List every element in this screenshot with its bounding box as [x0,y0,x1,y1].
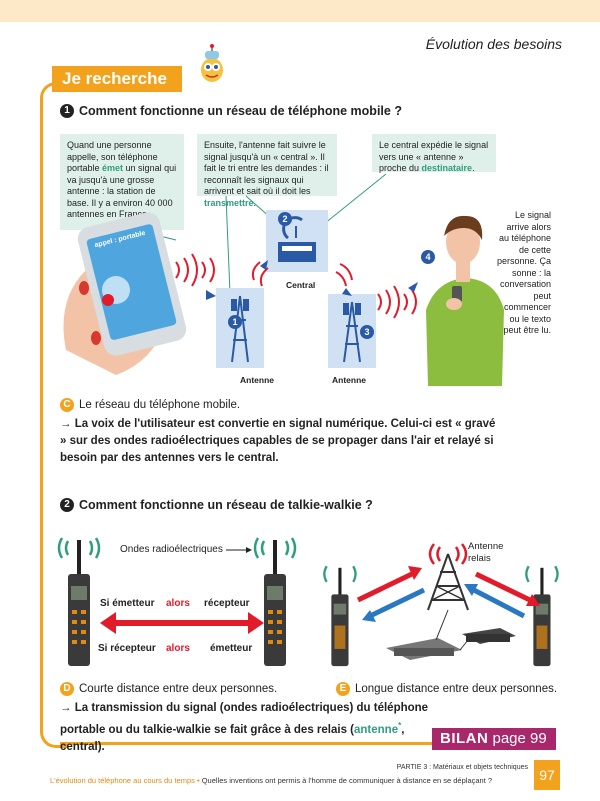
label-alors-bottom: alors [166,643,190,654]
relay-arrows [356,566,540,622]
bilan-link[interactable]: BILAN page 99 [432,728,556,750]
question-2-number: 2 [60,498,74,512]
label-antenne-2: Antenne [332,375,366,385]
ondes-label: Ondes radioélectriques [120,544,223,555]
label-central: Central [286,280,316,290]
footer-line: L'évolution du téléphone au cours du tem… [50,776,492,785]
caption-e-text: Longue distance entre deux personnes. [355,683,558,695]
step-3-badge: 3 [360,325,374,339]
footer-chapter: L'évolution du téléphone au cours du tem… [50,776,195,785]
bilan-page: page 99 [492,730,547,747]
je-recherche-tab: Je recherche [52,66,182,92]
caption-c-text: Le réseau du téléphone mobile. [79,399,241,411]
question-2-text: Comment fonctionne un réseau de talkie-w… [79,498,373,512]
phone-screen [86,224,177,340]
conclusion-2-keyword[interactable]: antenne [354,723,399,736]
bubble-2-text-b: . [253,197,257,208]
caption-e: E Longue distance entre deux personnes. [336,682,557,696]
footer-question: Quelles inventions ont permis à l'homme … [201,776,493,785]
step-1-badge: 1 [228,315,242,329]
step-4-badge: 4 [421,250,435,264]
step-2-badge: 2 [278,212,292,226]
section-frame-bottom [60,742,444,745]
antenna-1-icon [231,295,249,363]
conclusion-2-asterisk: * [398,721,402,730]
conclusion-2-text-b: , central). [60,723,405,753]
flow-arrows [206,260,418,300]
central-card [266,210,328,272]
footer-bullet: • [196,776,200,785]
bubble-4: Le signal arrive alors au téléphone de c… [488,204,558,335]
label-si-emetteur: Si émetteur [100,598,155,609]
bubble-3: Le central expédie le signal vers une « … [372,134,496,173]
caption-d: D Courte distance entre deux personnes. [60,682,277,696]
conclusion-2: → La transmission du signal (ondes radio… [60,700,432,756]
bubble-4-text: Le signal arrive alors au téléphone de c… [496,210,551,335]
walkie-far-right-icon [525,565,559,667]
caption-e-letter: E [336,682,350,696]
question-1: 1 Comment fonctionne un réseau de téléph… [60,104,402,118]
label-alors-top: alors [166,598,190,609]
bubble-1-text-a: Quand une personne appelle, son téléphon… [67,140,158,173]
label-recepteur: récepteur [204,598,250,609]
person-waves [377,285,417,319]
mobile-network-diagram [63,173,504,386]
mascot-icon [201,44,223,82]
walkie-right-icon [253,537,297,666]
bubble-1-text-b: un signal qui va jusqu'à une grosse ante… [67,163,177,219]
conclusion-1-text: La voix de l'utilisateur est convertie e… [60,418,496,464]
footer-part: PARTIE 3 : Matériaux et objets technique… [396,764,528,771]
relay-tower-icon [427,543,469,611]
caption-c: C Le réseau du téléphone mobile. [60,398,240,412]
relay-label-line-1: Antenne [468,541,504,552]
label-antenne-1: Antenne [240,375,274,385]
bubble-2: Ensuite, l'antenne fait suivre le signal… [197,134,337,208]
pointer-line-3 [323,173,387,225]
conclusion-2-arrow: → [60,702,72,714]
conclusion-1-arrow: → [60,418,72,430]
bubble-2-highlight: transmettre [204,197,254,208]
red-double-arrow [100,612,264,634]
page-number: 97 [534,760,560,790]
question-1-text: Comment fonctionne un réseau de téléphon… [79,104,402,118]
walkie-left-icon [57,537,101,666]
label-emetteur: émetteur [210,643,253,654]
bubble-1-highlight: émet [102,163,124,173]
section-title: Évolution des besoins [425,36,562,52]
top-band [0,0,600,22]
walkie-far-left-icon [323,565,357,667]
conclusion-2-text-a: La transmission du signal (ondes radioél… [60,702,429,736]
label-si-recepteur: Si récepteur [98,643,156,654]
phone-hangup-icon [102,294,114,306]
bilan-word: BILAN [440,730,489,747]
bubble-1: Quand une personne appelle, son téléphon… [60,134,184,230]
person-illustration [426,215,504,386]
relay-label: Antenne relais [468,541,503,565]
caption-d-letter: D [60,682,74,696]
bubble-3-text-b: . [472,163,475,173]
question-2: 2 Comment fonctionne un réseau de talkie… [60,498,373,512]
talkie-walkie-diagram [57,537,559,667]
relay-equipment-icon [386,609,516,660]
question-1-number: 1 [60,104,74,118]
bubble-3-highlight: destinataire [421,163,473,173]
central-waves [251,261,353,287]
caption-d-text: Courte distance entre deux personnes. [79,683,278,695]
caption-c-letter: C [60,398,74,412]
bubble-2-text-a: Ensuite, l'antenne fait suivre le signal… [204,140,329,196]
bubble-3-text-a: Le central expédie le signal vers une « … [379,140,489,173]
relay-label-line-2: relais [468,553,491,564]
antenna-2-icon [343,301,361,363]
conclusion-1: → La voix de l'utilisateur est convertie… [60,416,500,467]
phone-waves [175,253,215,287]
